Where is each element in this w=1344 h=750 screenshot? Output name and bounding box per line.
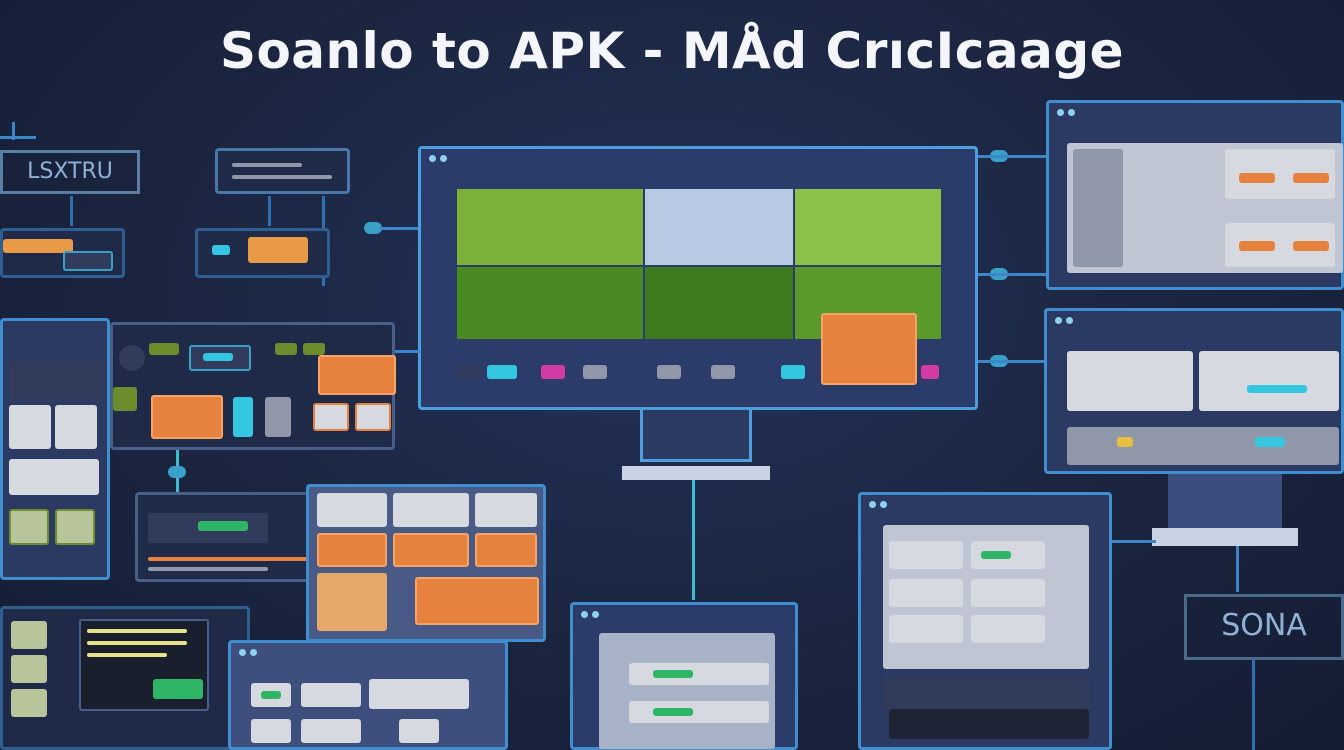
right-bottom-window xyxy=(858,492,1112,750)
bottom-tile-panel xyxy=(228,640,508,750)
left-label-box: LSXTRU xyxy=(0,150,140,194)
right-label: SONA xyxy=(1221,608,1307,643)
bottom-monitor xyxy=(570,602,798,750)
small-window xyxy=(215,148,350,194)
tile-grid-panel xyxy=(306,484,546,642)
connector-icon xyxy=(168,466,186,478)
connector-line xyxy=(12,122,15,140)
connector-line xyxy=(0,136,36,139)
main-monitor xyxy=(418,146,978,410)
strip-panel xyxy=(0,228,125,278)
overlay-window xyxy=(821,313,917,385)
left-label: LSXTRU xyxy=(27,159,113,184)
right-label-box: SONA xyxy=(1184,594,1344,660)
strip-panel-2 xyxy=(195,228,330,278)
control-panel xyxy=(110,322,396,450)
left-panel xyxy=(0,318,110,580)
connector-icon xyxy=(364,222,382,234)
right-mid-window xyxy=(1044,308,1344,474)
right-monitor-neck xyxy=(1168,474,1282,528)
monitor-neck xyxy=(640,410,752,462)
monitor-stand xyxy=(622,466,770,480)
page-title: Soanlo to APK - MÅd CrıcIcaage xyxy=(219,22,1125,80)
right-monitor-stand xyxy=(1152,528,1298,546)
bottom-left-panel xyxy=(0,606,250,750)
right-top-window xyxy=(1046,100,1344,290)
